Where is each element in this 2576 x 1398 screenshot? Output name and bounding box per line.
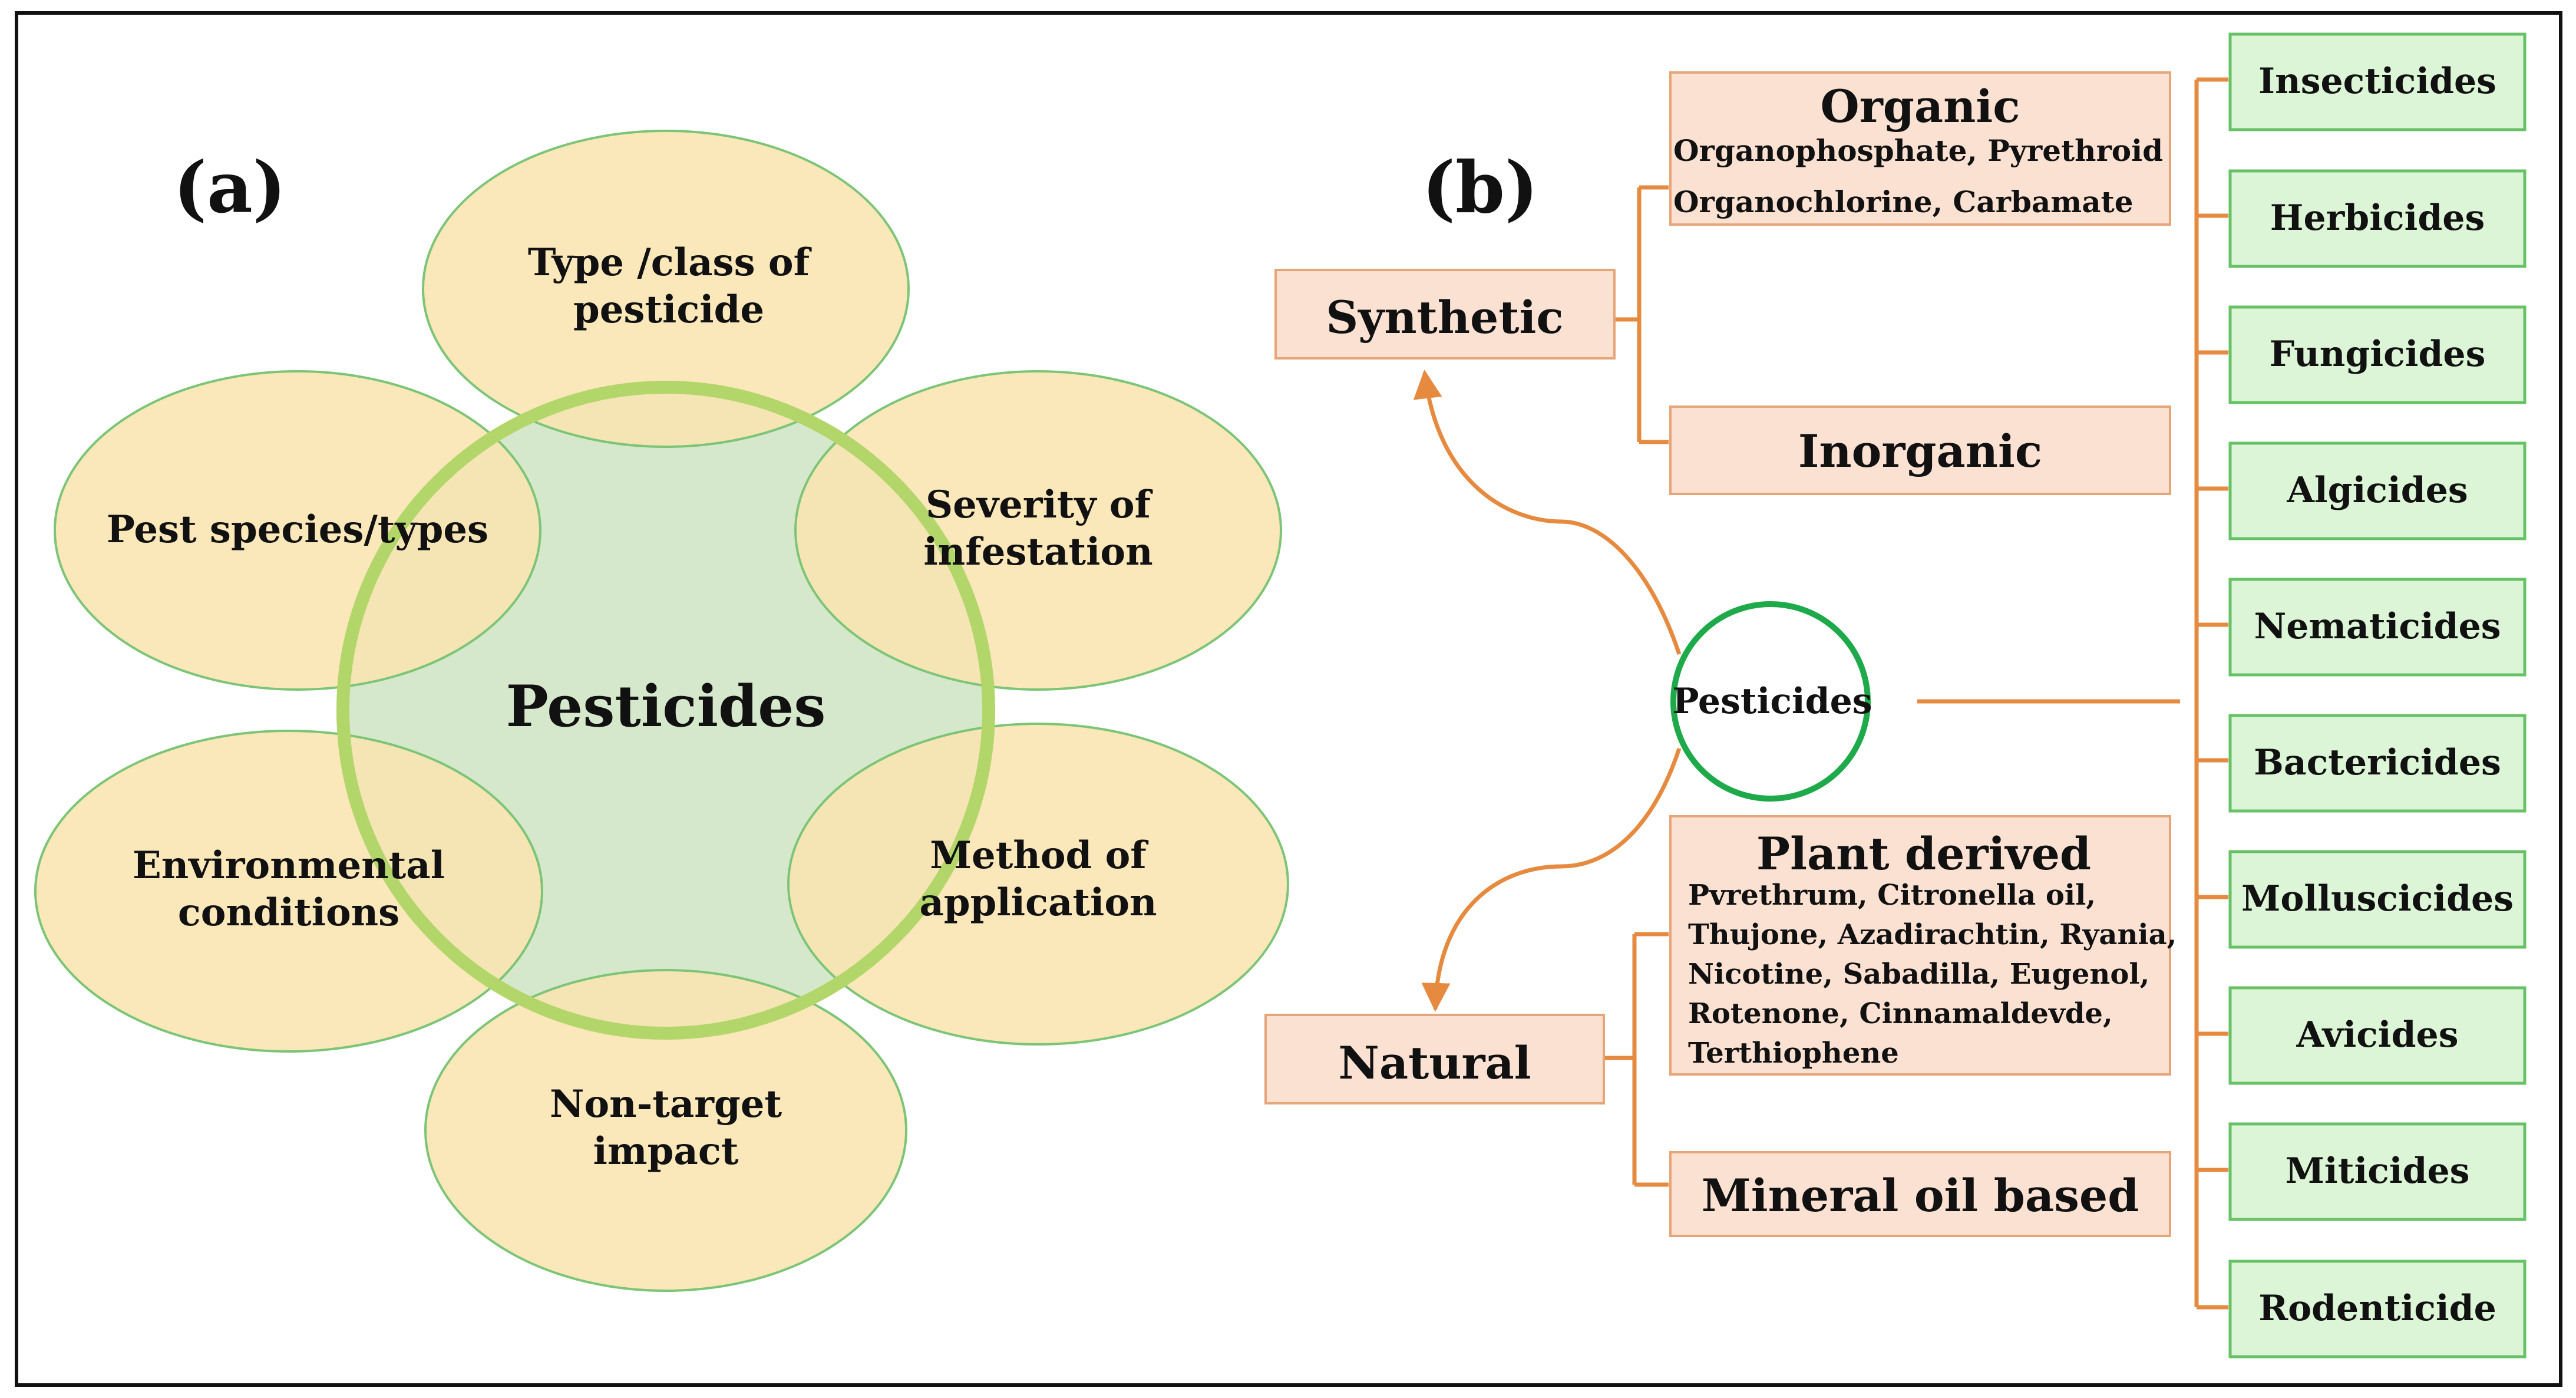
natural-label: Natural [1338,1037,1531,1089]
target-label-miticides: Miticides [2286,1150,2470,1192]
target-label-rodenticide: Rodenticide [2258,1288,2496,1329]
panel-b-center-label: Pesticides [1672,681,1872,722]
factor-ellipse-environmental [34,730,543,1053]
factor-label-environmental-line1: Environmental [133,843,445,888]
panel-b: (b) Pesticides Synthetic Organic Organop… [1264,32,2527,1359]
mineral-oil-title: Mineral oil based [1702,1169,2139,1222]
plant-derived-title: Plant derived [1756,827,2091,880]
synthetic-box [1274,269,1616,360]
synthetic-bracket [1614,185,1669,444]
connector-lines [1413,77,2228,1310]
plant-derived-line-1: Pvrethrum, Citronella oil, [1688,879,2096,912]
target-box-algicides [2228,441,2527,540]
factor-label-method-line1: Method of [930,833,1148,878]
target-label-molluscicides: Molluscicides [2241,878,2514,919]
panel-a: (a) Pesticides Type /class of pesticide … [34,130,1289,1292]
target-label-avicides: Avicides [2296,1014,2458,1056]
mineral-oil-box [1669,1151,2171,1237]
target-box-nematicides [2228,578,2527,677]
factor-label-type-class-line2: pesticide [573,288,764,332]
panel-a-label: (a) [173,146,286,229]
factor-label-non-target-line2: impact [593,1129,739,1173]
target-label-bactericides: Bactericides [2254,742,2501,783]
plant-derived-line-4: Rotenone, Cinnamaldevde, [1688,997,2113,1030]
target-label-nematicides: Nematicides [2254,606,2501,647]
plant-derived-line-2: Thujone, Azadirachtin, Ryania, [1688,918,2177,951]
plant-derived-box [1669,815,2171,1076]
target-ticks [2197,77,2228,1310]
organic-title: Organic [1820,80,2020,133]
panel-b-label: (b) [1422,146,1538,229]
target-box-rodenticide [2228,1259,2527,1359]
target-label-insecticides: Insecticides [2258,61,2496,102]
target-label-algicides: Algicides [2286,470,2468,511]
target-box-miticides [2228,1122,2527,1221]
synthetic-label: Synthetic [1326,291,1563,344]
target-label-herbicides: Herbicides [2270,197,2485,239]
inorganic-box [1669,405,2171,495]
natural-bracket [1604,932,1669,1187]
target-type-list: Insecticides Herbicides Fungicides Algic… [2228,32,2527,1359]
pesticides-circle [1670,601,1871,802]
factor-ellipse-pest-species [54,370,541,691]
organic-line-1: Organophosphate, Pyrethroid [1673,133,2163,168]
factor-label-type-class-line1: Type /class of [528,240,812,285]
target-box-avicides [2228,986,2527,1085]
factor-ellipse-method [787,723,1289,1046]
plant-derived-line-5: Terthiophene [1688,1037,1899,1070]
factor-ellipse-non-target [424,969,907,1292]
factor-label-method-line2: application [919,881,1157,925]
inorganic-title: Inorganic [1798,425,2042,477]
natural-box [1264,1014,1605,1104]
target-box-bactericides [2228,714,2527,813]
organic-line-2: Organochlorine, Carbamate [1673,184,2134,219]
factor-label-severity-line2: infestation [923,530,1152,574]
arrow-to-natural [1421,747,1682,1012]
target-box-insecticides [2228,32,2527,131]
target-label-fungicides: Fungicides [2270,334,2486,375]
factor-ellipse-type-class [422,130,910,448]
factor-label-pest-species: Pest species/types [107,507,488,552]
organic-box [1669,71,2171,226]
factor-label-environmental-line2: conditions [178,891,399,935]
target-box-molluscicides [2228,850,2527,949]
target-box-fungicides [2228,305,2527,404]
factor-ellipse-severity [794,370,1282,691]
panel-a-center-label: Pesticides [506,673,826,740]
plant-derived-line-3: Nicotine, Sabadilla, Eugenol, [1688,958,2149,991]
factor-label-severity-line1: Severity of [926,483,1153,527]
figure-frame [15,11,2562,1387]
pesticides-ring [336,381,995,1040]
factor-label-non-target-line1: Non-target [550,1082,782,1126]
arrow-to-synthetic [1413,370,1682,655]
target-box-herbicides [2228,169,2527,268]
